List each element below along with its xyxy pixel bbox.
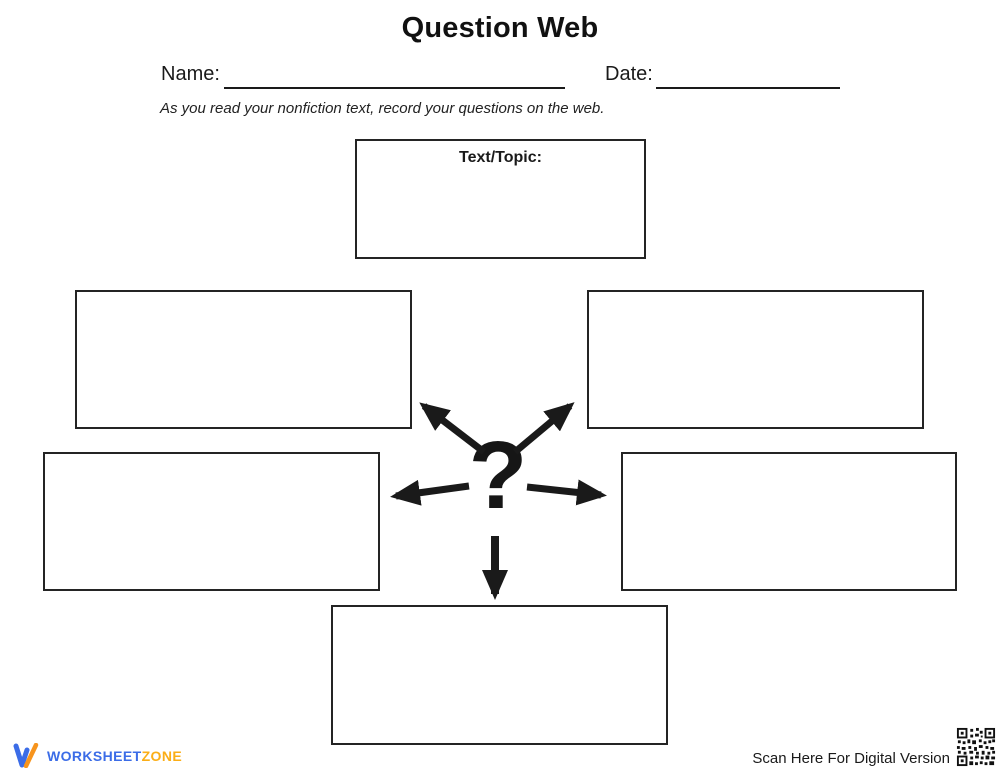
question-box-mid-right[interactable]	[621, 452, 957, 591]
text-topic-box[interactable]: Text/Topic:	[355, 139, 646, 259]
page-title: Question Web	[401, 12, 599, 44]
text-topic-label: Text/Topic:	[459, 149, 542, 166]
scan-here-text: Scan Here For Digital Version	[752, 750, 950, 767]
date-fill-in-line[interactable]	[656, 63, 840, 89]
worksheetzone-logo-icon	[13, 743, 39, 768]
date-label: Date:	[605, 63, 653, 85]
name-label: Name:	[161, 63, 220, 85]
worksheetzone-logo: WORKSHEETZONE	[13, 743, 182, 768]
brand-name-secondary: ZONE	[141, 747, 183, 764]
qr-code-icon	[956, 727, 996, 767]
name-fill-in-line[interactable]	[224, 63, 565, 89]
brand-name-primary: WORKSHEET	[47, 747, 142, 764]
question-box-mid-left[interactable]	[43, 452, 380, 591]
instruction-text: As you read your nonfiction text, record…	[160, 100, 605, 117]
question-box-top-right[interactable]	[587, 290, 924, 429]
center-question-mark: ?	[468, 422, 528, 529]
question-box-bottom[interactable]	[331, 605, 668, 745]
question-box-top-left[interactable]	[75, 290, 412, 429]
